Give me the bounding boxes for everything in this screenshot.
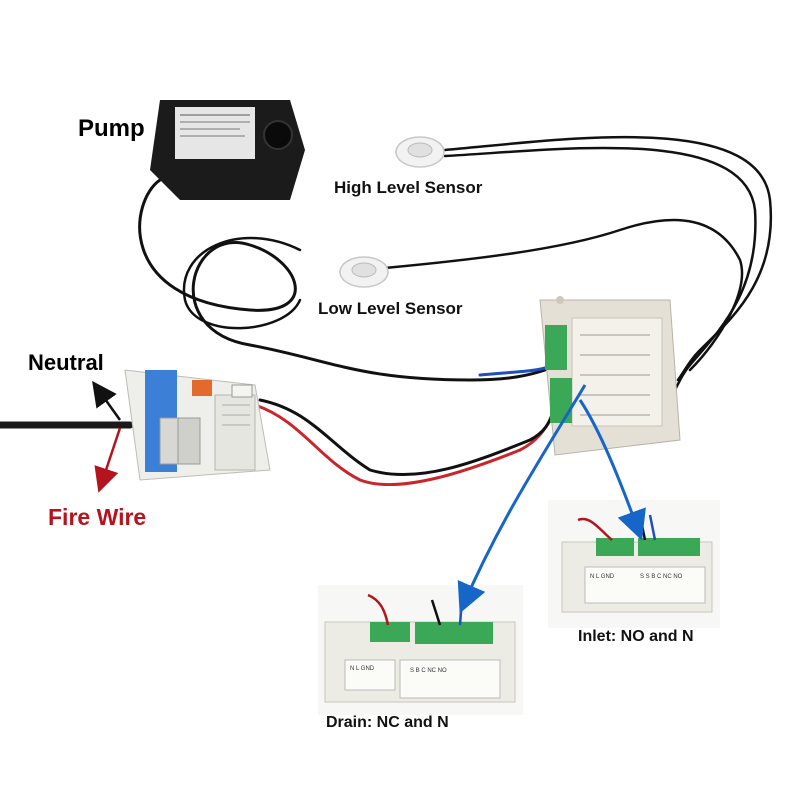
neutral-label: Neutral	[28, 350, 104, 375]
drain-terminal-left	[370, 622, 410, 642]
inlet-label: Inlet: NO and N	[578, 628, 694, 645]
inlet-terminal-right	[638, 538, 700, 556]
cables	[0, 135, 773, 487]
pump-outlet	[263, 120, 293, 150]
pump-label-plate	[175, 107, 255, 159]
drain-terminal-right	[415, 622, 493, 644]
pump-label: Pump	[78, 115, 145, 142]
fire-wire-label: Fire Wire	[48, 504, 147, 530]
arrow-to-inlet	[578, 399, 646, 541]
high-sensor-cable	[443, 135, 773, 382]
drain-detail-panel: N L GND S B C NC NO	[318, 585, 523, 715]
pump	[150, 100, 305, 200]
controller	[539, 296, 681, 456]
black-wire	[258, 398, 555, 477]
svg-text:S S B C NC NO: S S B C NC NO	[640, 574, 683, 580]
svg-text:N L GND: N L GND	[590, 574, 615, 580]
arrow-fire-wire	[94, 427, 122, 493]
blue-wire	[478, 366, 547, 377]
drain-label: Drain: NC and N	[326, 714, 449, 731]
breaker-switch-2	[177, 417, 201, 465]
inlet-terminal-left	[596, 538, 634, 556]
circuit-breaker	[124, 369, 271, 481]
high-level-sensor	[395, 136, 445, 168]
pump-cable	[138, 178, 547, 382]
controller-terminal-bottom	[550, 378, 572, 423]
arrow-neutral	[92, 380, 122, 421]
inlet-detail-panel: N L GND S S B C NC NO	[548, 500, 720, 628]
pump-cable-loop	[182, 236, 302, 330]
svg-text:S B C NC NO: S B C NC NO	[410, 668, 447, 674]
controller-terminal-top	[545, 325, 567, 370]
high-level-sensor-label: High Level Sensor	[334, 178, 483, 197]
low-level-sensor-label: Low Level Sensor	[318, 299, 463, 318]
svg-text:N L GND: N L GND	[350, 666, 375, 672]
low-level-sensor	[339, 256, 389, 288]
arrow-to-drain	[457, 384, 587, 614]
red-wire	[253, 403, 554, 487]
high-sensor-cable-2	[443, 146, 757, 390]
low-sensor-cable	[383, 218, 744, 372]
arrows	[92, 380, 646, 614]
